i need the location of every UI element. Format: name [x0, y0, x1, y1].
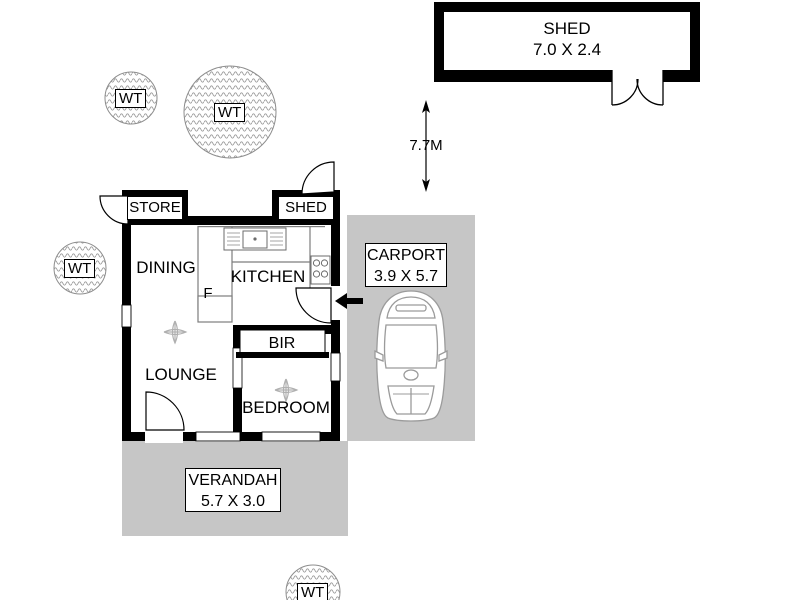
shed-outbuilding-label: SHED 7.0 X 2.4: [497, 18, 637, 60]
shed-room-door: [301, 161, 335, 195]
shed-outbuilding-title: SHED: [543, 19, 591, 38]
ceiling-fan-bedroom: [274, 378, 299, 403]
water-tank-top-small-label: WT: [115, 89, 147, 108]
car-icon: [374, 290, 448, 422]
kitchen-cooktop: [310, 255, 331, 285]
store-door: [99, 195, 129, 225]
window-bedroom-east: [329, 352, 342, 382]
water-tank-left-label: WT: [64, 259, 96, 278]
carport-dims: 3.9 X 5.7: [373, 268, 439, 285]
window-dining-west: [120, 304, 132, 328]
shed-outbuilding-dims: 7.0 X 2.4: [532, 40, 602, 59]
bir-label: BIR: [268, 335, 296, 352]
store-label: STORE: [127, 196, 183, 220]
dimension-7-7m-label: 7.7M: [409, 137, 443, 154]
shed-outbuilding-structure: [434, 2, 700, 106]
verandah-dims: 5.7 X 3.0: [200, 493, 266, 510]
front-entry-door: [295, 287, 332, 324]
kitchen-fixtures: [197, 226, 331, 323]
shed-room-label: SHED: [278, 196, 334, 220]
carport-title: CARPORT: [367, 247, 445, 264]
water-tank-top-large-label: WT: [214, 103, 246, 122]
water-tank-bottom-label: WT: [297, 583, 329, 600]
kitchen-label: KITCHEN: [230, 267, 306, 286]
front-entry-opening: [329, 286, 342, 320]
dining-label: DINING: [136, 258, 196, 277]
window-bedroom-south: [261, 430, 321, 442]
lounge-door-opening: [145, 428, 183, 443]
ceiling-fan-lounge: [163, 320, 188, 345]
lounge-label: LOUNGE: [145, 365, 217, 384]
ceiling-fans: [163, 320, 299, 403]
verandah-title: VERANDAH: [188, 472, 278, 489]
dimension-7-7m: [422, 100, 430, 192]
lounge-external-door: [145, 391, 185, 431]
shed-outbuilding-doors: [611, 70, 664, 106]
verandah-label: VERANDAH 5.7 X 3.0: [185, 468, 281, 512]
bedroom-label: BEDROOM: [242, 398, 330, 417]
window-lounge-south: [195, 430, 241, 442]
kitchen-sink: [223, 227, 287, 251]
door-opening-bedroom: [232, 347, 243, 389]
carport-label: CARPORT 3.9 X 5.7: [365, 243, 447, 287]
fridge-label: F: [203, 285, 213, 302]
entry-arrow-icon: [335, 293, 363, 309]
door-swings: [99, 161, 335, 431]
